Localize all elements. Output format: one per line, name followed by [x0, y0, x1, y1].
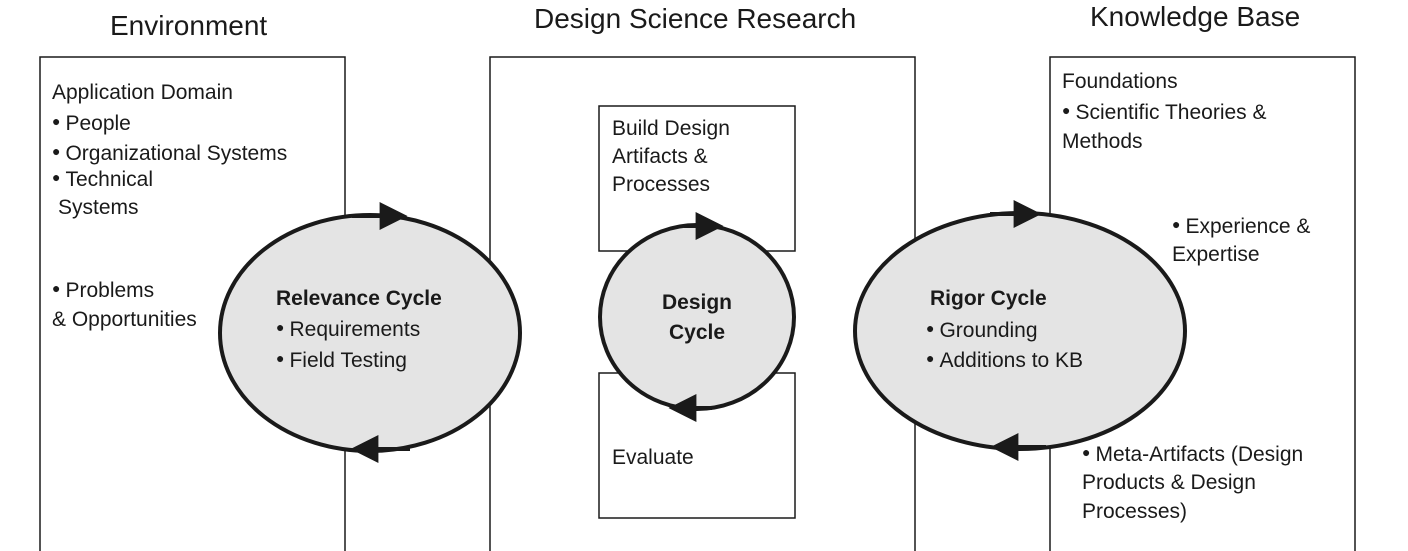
env-item-organizational-systems: ●Organizational Systems	[52, 143, 287, 164]
bullet-icon: ●	[1172, 216, 1181, 232]
design-science-header: Design Science Research	[534, 3, 857, 34]
relevance-item-label: Field Testing	[289, 349, 407, 372]
kb-item-meta: ●Meta-Artifacts (Design	[1082, 444, 1303, 465]
foundations-title: Foundations	[1062, 70, 1178, 93]
relevance-item-requirements: ●Requirements	[276, 319, 420, 340]
kb-item-experience: ●Experience &	[1172, 216, 1310, 237]
env-item-systems: Systems	[58, 196, 139, 219]
rigor-cycle-title: Rigor Cycle	[930, 287, 1047, 310]
design-cycle-title-line-1: Design	[661, 291, 732, 314]
knowledge-base-header: Knowledge Base	[1090, 1, 1301, 32]
kb-item-theories: ●Scientific Theories &	[1062, 102, 1267, 123]
bullet-icon: ●	[52, 280, 61, 296]
build-box-line-3: Processes	[612, 173, 711, 196]
rigor-item-additions: ●Additions to KB	[926, 350, 1083, 371]
env-item-label: Problems	[65, 279, 155, 302]
bullet-icon: ●	[1062, 102, 1071, 118]
relevance-cycle-title: Relevance Cycle	[276, 287, 442, 310]
kb-item-experience-cont: Expertise	[1172, 243, 1260, 266]
bullet-icon: ●	[276, 350, 285, 366]
design-cycle-title-line-2: Cycle	[668, 321, 726, 344]
environment-header: Environment	[110, 10, 268, 41]
kb-item-meta-cont-1: Products & Design	[1082, 471, 1256, 494]
bullet-icon: ●	[926, 320, 935, 336]
env-item-people: ●People	[52, 113, 131, 134]
rigor-item-label: Additions to KB	[939, 349, 1084, 372]
env-item-label: Organizational Systems	[65, 142, 288, 165]
kb-item-theories-cont: Methods	[1062, 130, 1143, 153]
build-box-line-2: Artifacts &	[612, 145, 708, 168]
env-item-label: Technical	[65, 168, 154, 191]
bullet-icon: ●	[926, 350, 935, 366]
bullet-icon: ●	[52, 143, 61, 159]
env-item-label: People	[65, 112, 131, 135]
bullet-icon: ●	[52, 113, 61, 129]
kb-item-label: Scientific Theories &	[1075, 101, 1267, 124]
kb-item-label: Meta-Artifacts (Design	[1095, 443, 1304, 466]
kb-item-label: Experience &	[1185, 215, 1311, 238]
design-cycle-ellipse	[598, 223, 796, 411]
bullet-icon: ●	[52, 169, 61, 185]
bullet-icon: ●	[276, 319, 285, 335]
bullet-icon: ●	[1082, 444, 1091, 460]
env-item-problems: ●Problems	[52, 280, 154, 301]
evaluate-label: Evaluate	[612, 446, 694, 469]
rigor-item-grounding: ●Grounding	[926, 320, 1038, 341]
build-box-line-1: Build Design	[612, 117, 730, 140]
relevance-item-field-testing: ●Field Testing	[276, 350, 407, 371]
rigor-item-label: Grounding	[939, 319, 1038, 342]
kb-item-meta-cont-2: Processes)	[1082, 500, 1188, 523]
env-item-opportunities: & Opportunities	[52, 308, 197, 331]
env-item-technical: ●Technical	[52, 169, 153, 190]
relevance-item-label: Requirements	[289, 318, 421, 341]
application-domain-title: Application Domain	[52, 81, 233, 104]
